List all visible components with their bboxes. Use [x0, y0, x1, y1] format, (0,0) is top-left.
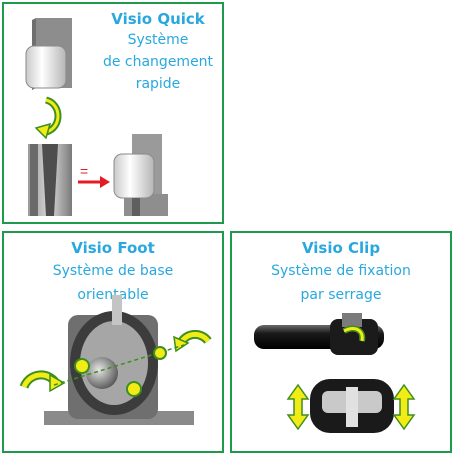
visio-foot-panel: Visio Foot Système de base orientable [2, 231, 224, 453]
visio-quick-panel: = Visio Quick Système de changement rapi… [2, 2, 224, 224]
rotate-arrow-icon [19, 370, 66, 393]
rotate-arrow-icon [34, 96, 62, 140]
visio-quick-line-3: rapide [135, 76, 181, 92]
visio-clip-line-2: par serrage [300, 287, 382, 303]
foot-bracket [44, 295, 194, 425]
double-arrow-icon [286, 383, 310, 431]
visio-foot-illustration [19, 295, 212, 425]
svg-text:=: = [80, 163, 88, 179]
visio-quick-line-2: de changement [102, 54, 214, 70]
visio-quick-title: Visio Quick [111, 10, 205, 28]
visio-clip-illustration [254, 313, 416, 433]
visio-quick-line-1: Système [127, 32, 189, 48]
visio-foot-title: Visio Foot [71, 239, 155, 257]
double-arrow-icon [392, 383, 416, 431]
visio-clip-panel: Visio Clip Système de fixation par serra… [230, 231, 452, 453]
visio-quick-illustration: = [25, 18, 168, 216]
quick-slot-part [28, 144, 72, 216]
quick-mount-top [25, 18, 72, 90]
visio-clip-line-1: Système de fixation [271, 263, 411, 279]
red-arrow-icon: = [78, 163, 110, 188]
visio-foot-line-1: Système de base [52, 263, 174, 279]
rotate-arrow-icon [173, 329, 212, 353]
clip-clamp [310, 379, 394, 433]
quick-assembled-part [113, 134, 168, 216]
rotate-arrow-icon [342, 325, 366, 342]
pivot-marker-icon [53, 344, 185, 397]
visio-clip-title: Visio Clip [301, 239, 381, 257]
